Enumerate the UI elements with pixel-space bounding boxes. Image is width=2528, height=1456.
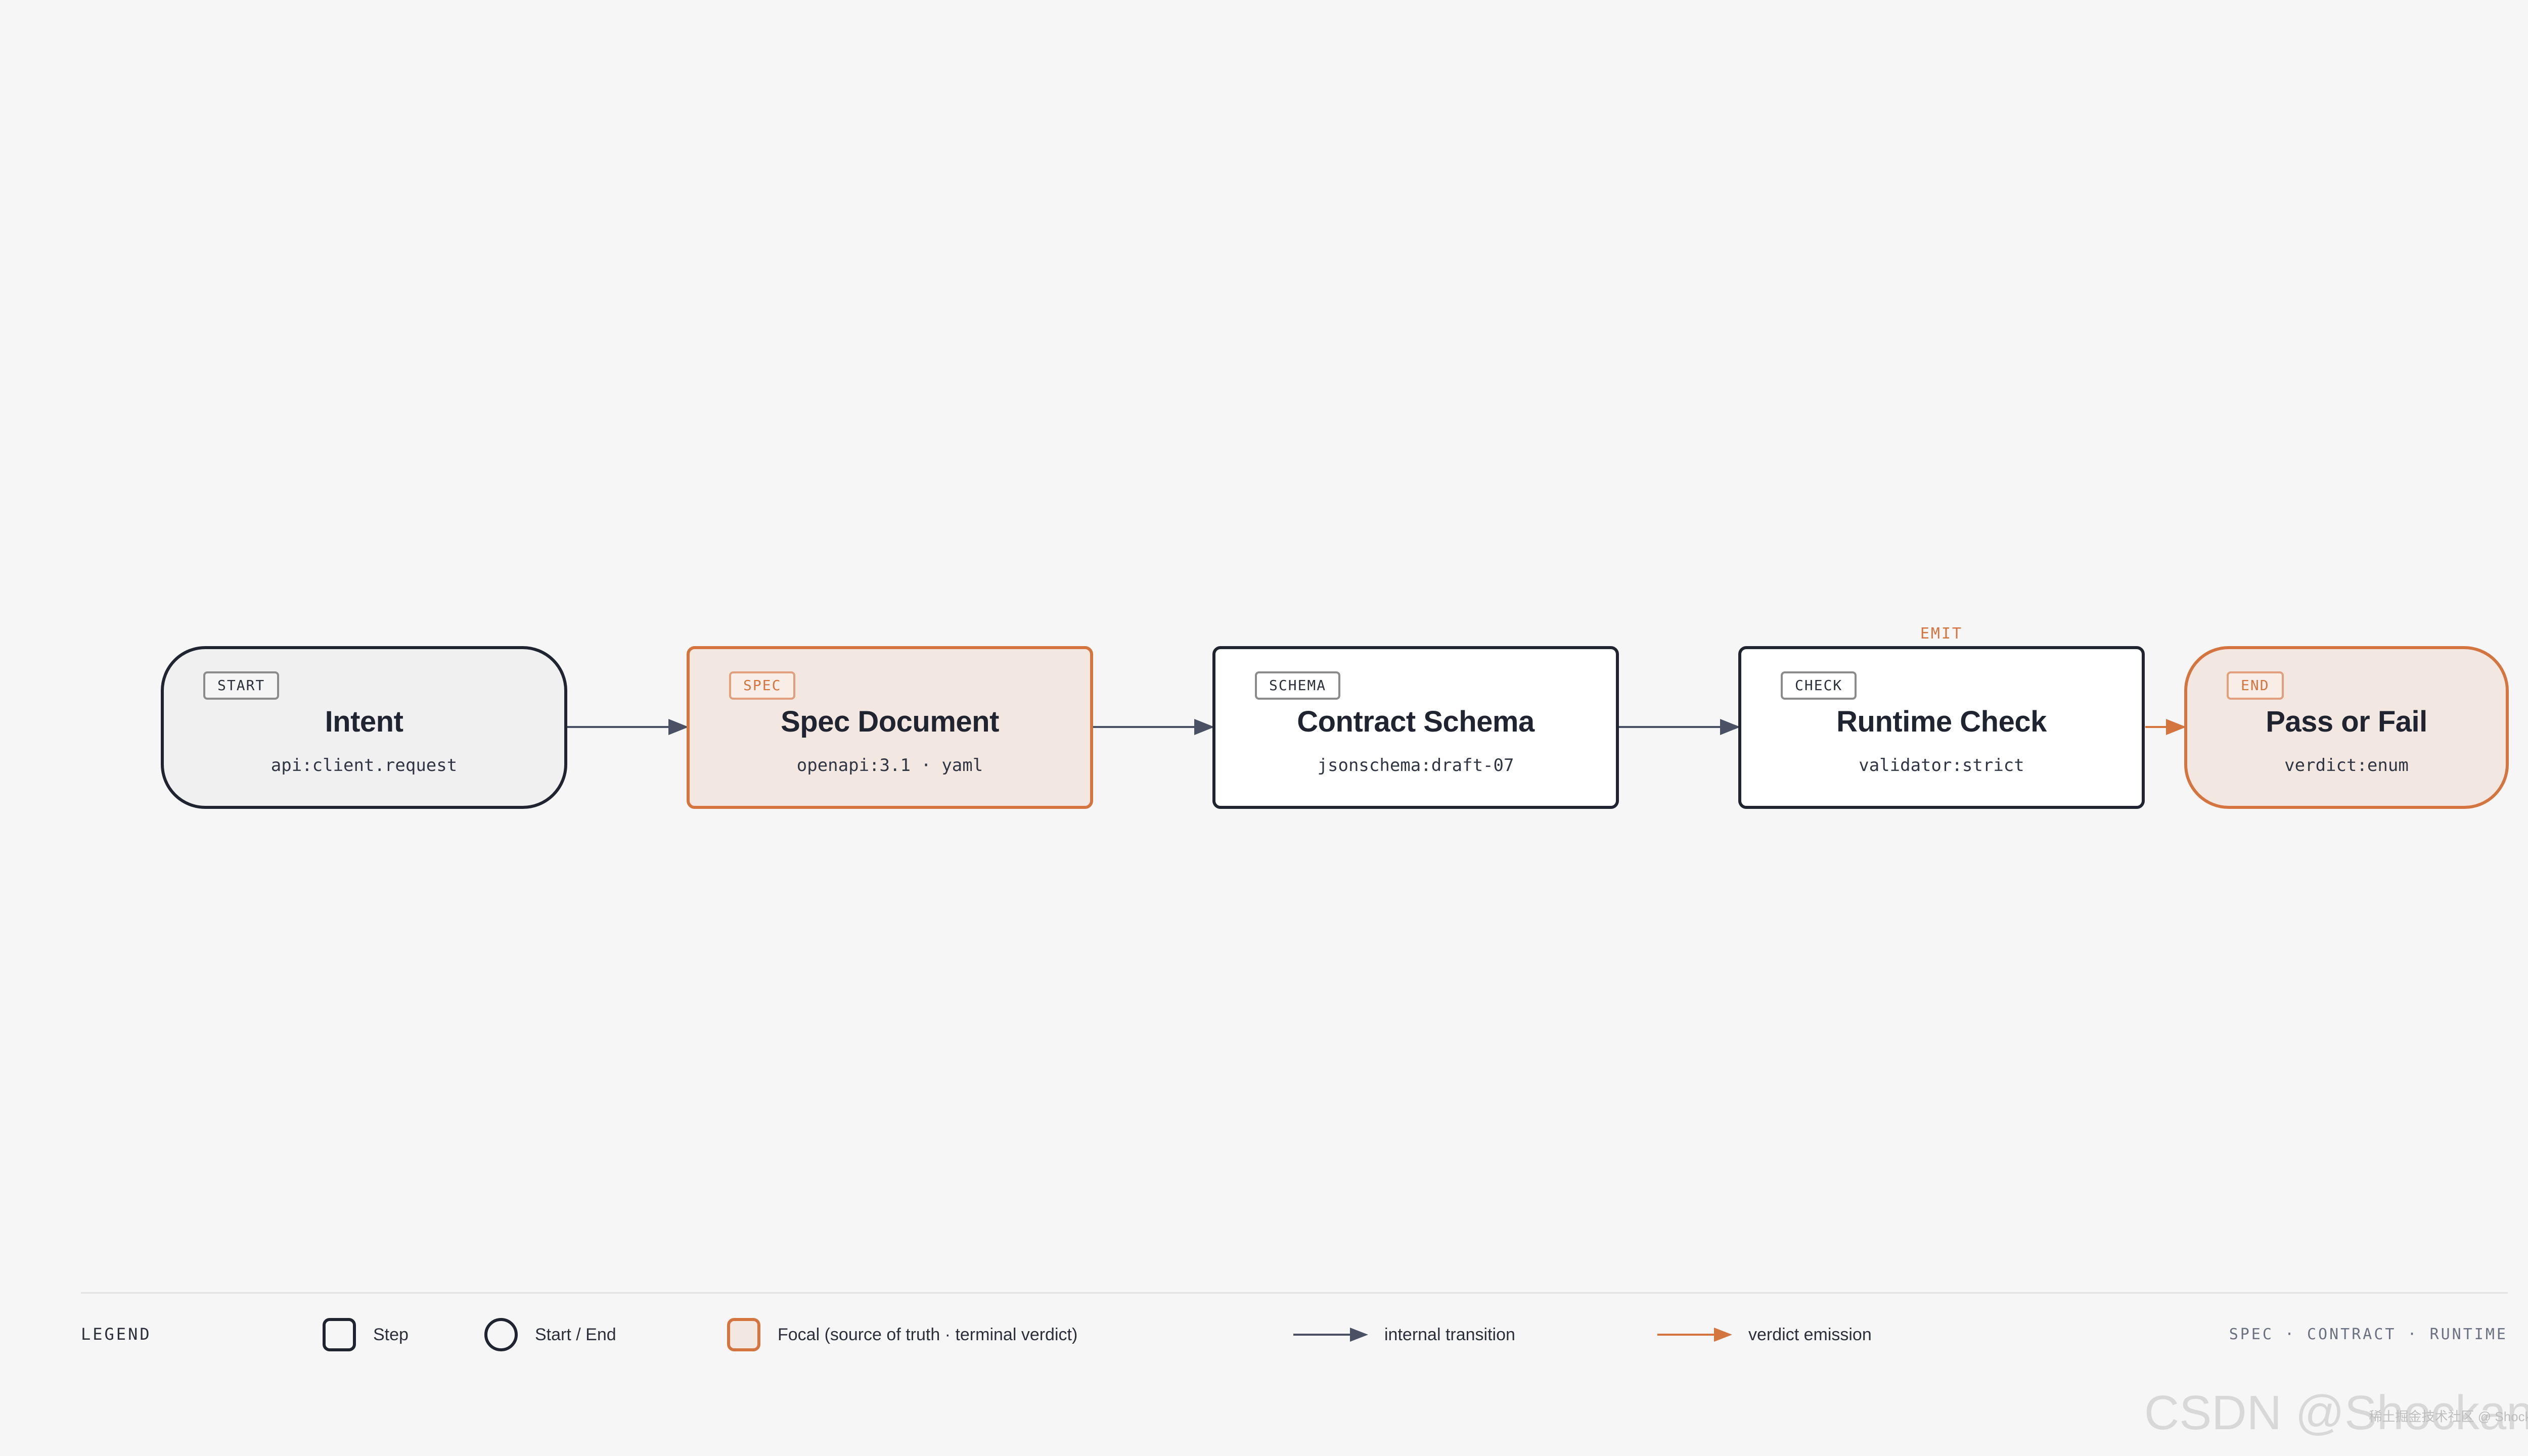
legend-step-text: Step [373,1325,409,1344]
step-swatch-icon [323,1318,356,1351]
footer-part-runtime: RUNTIME [2429,1326,2508,1343]
node-tag: START [203,671,280,700]
orange-arrow-icon [1657,1328,1732,1342]
node-title: Contract Schema [1297,705,1534,738]
footer-part-spec: SPEC [2229,1326,2274,1343]
node-subtitle: validator:strict [1859,755,2024,776]
node-tag: SCHEMA [1255,671,1341,700]
footer-separator: · [2284,1326,2296,1343]
emit-label: EMIT [1920,625,1963,643]
node-title: Runtime Check [1836,705,2047,738]
legend-start-end-text: Start / End [535,1325,616,1344]
node-subtitle: jsonschema:draft-07 [1317,755,1514,776]
legend-divider [81,1292,2508,1294]
legend-verdict-emission: verdict emission [1657,1314,1872,1355]
node-title: Intent [325,705,403,738]
node-runtime-check[interactable]: CHECK Runtime Check validator:strict [1738,646,2145,809]
focal-swatch-icon [727,1318,760,1351]
node-tag: END [2227,671,2284,700]
node-tag: SPEC [729,671,796,700]
legend-label: LEGEND [81,1325,152,1344]
legend-verdict-text: verdict emission [1748,1325,1872,1344]
node-subtitle: verdict:enum [2284,755,2409,776]
legend-step: Step [323,1314,409,1355]
node-title: Spec Document [781,705,999,738]
watermark: CSDN @Shockang [2144,1386,2528,1440]
legend-focal: Focal (source of truth · terminal verdic… [727,1314,1077,1355]
footer-separator: · [2407,1326,2419,1343]
dark-arrow-icon [1293,1328,1368,1342]
footer-part-contract: CONTRACT [2307,1326,2397,1343]
legend-start-end: Start / End [484,1314,616,1355]
legend-internal-text: internal transition [1384,1325,1515,1344]
legend-internal-transition: internal transition [1293,1314,1515,1355]
node-title: Pass or Fail [2266,705,2427,738]
start-end-swatch-icon [484,1318,518,1351]
node-tag: CHECK [1781,671,1857,700]
node-spec-document[interactable]: SPEC Spec Document openapi:3.1 · yaml [687,646,1093,809]
node-subtitle: openapi:3.1 · yaml [796,755,983,776]
node-contract-schema[interactable]: SCHEMA Contract Schema jsonschema:draft-… [1212,646,1619,809]
node-subtitle: api:client.request [270,755,458,776]
node-pass-or-fail[interactable]: END Pass or Fail verdict:enum [2184,646,2509,809]
legend-focal-text: Focal (source of truth · terminal verdic… [778,1325,1078,1344]
watermark-small: 稀土掘金技术社区 @ Shockang [2369,1409,2528,1424]
footer-tagline: SPEC · CONTRACT · RUNTIME [2229,1326,2508,1343]
node-intent[interactable]: START Intent api:client.request [161,646,567,809]
